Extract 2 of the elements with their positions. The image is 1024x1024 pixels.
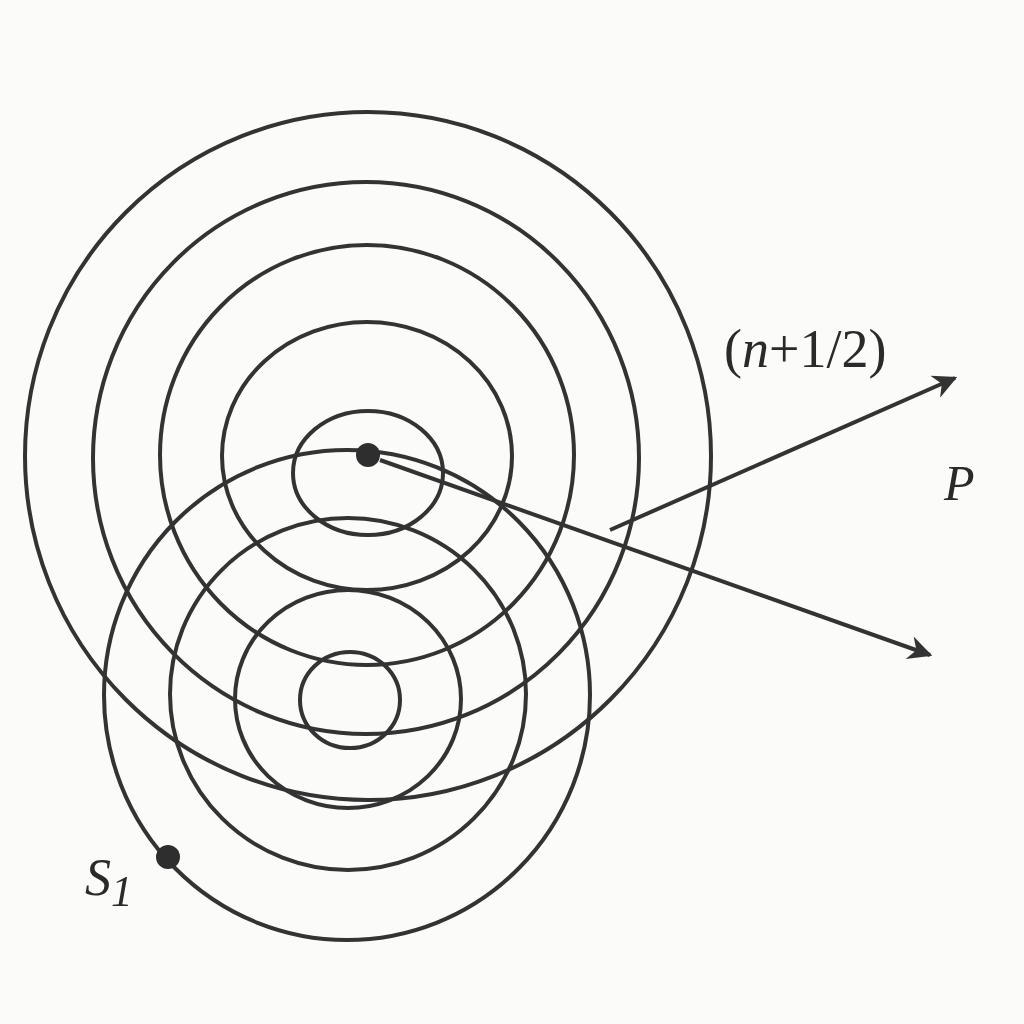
source-label: S$_{1}$ [85,852,133,914]
point-label: P [944,458,975,508]
